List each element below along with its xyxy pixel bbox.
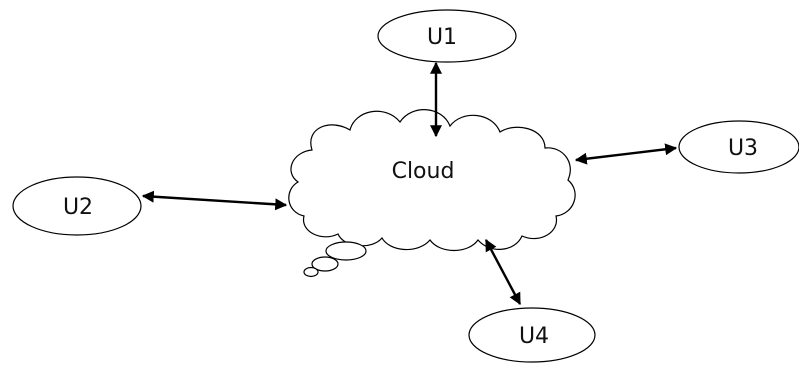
cloud-label: Cloud bbox=[392, 159, 455, 184]
node-u1-shape bbox=[377, 9, 517, 63]
node-u2: U2 bbox=[12, 176, 142, 236]
node-u4: U4 bbox=[468, 307, 596, 363]
edge-cloud-u2 bbox=[141, 190, 288, 211]
cloud-node: Cloud bbox=[288, 109, 576, 278]
node-u4-label: U4 bbox=[519, 324, 549, 349]
edge-cloud-u3 bbox=[574, 143, 678, 165]
node-u4-shape bbox=[468, 307, 596, 363]
node-u1: U1 bbox=[377, 9, 517, 63]
thought-bubble-medium bbox=[311, 256, 339, 272]
thought-bubble-large bbox=[325, 241, 367, 261]
thought-bubble-small bbox=[303, 266, 319, 278]
node-u3-label: U3 bbox=[728, 136, 758, 161]
cloud-shape bbox=[288, 109, 576, 252]
edge-cloud-u4 bbox=[484, 238, 522, 306]
node-u2-label: U2 bbox=[63, 195, 93, 220]
node-u3: U3 bbox=[678, 120, 799, 174]
node-u3-shape bbox=[678, 120, 799, 174]
node-u1-label: U1 bbox=[427, 25, 457, 50]
node-u2-shape bbox=[12, 176, 142, 236]
